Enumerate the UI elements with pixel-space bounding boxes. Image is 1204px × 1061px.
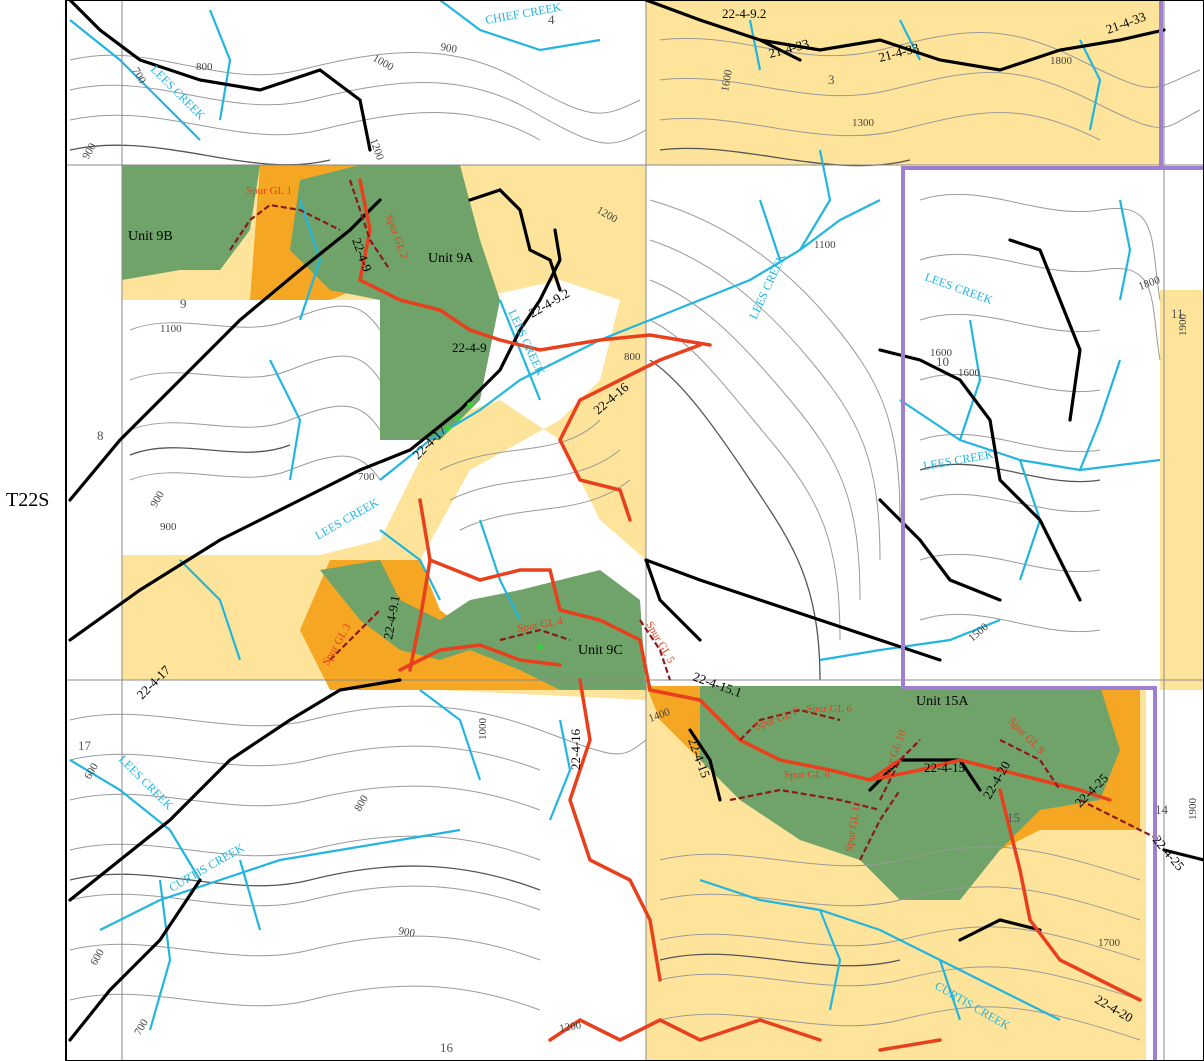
section-16: 16 bbox=[440, 1040, 454, 1055]
section-4: 4 bbox=[548, 12, 555, 27]
road-label: 22-4-15 bbox=[924, 760, 965, 775]
unit-9a-area bbox=[290, 165, 500, 440]
unit-15a-label: Unit 15A bbox=[916, 694, 969, 709]
red-roads bbox=[358, 178, 1142, 1052]
elevation-label: 1800 bbox=[1050, 55, 1073, 67]
elevation-label: 700 bbox=[358, 471, 375, 483]
section-grid bbox=[66, 0, 1204, 1061]
elevation-label: 1000 bbox=[477, 718, 489, 741]
section-numbers: 4 3 9 8 10 11 17 16 15 14 bbox=[78, 12, 1184, 1055]
section-14: 14 bbox=[1155, 802, 1169, 817]
unit-9c-area bbox=[320, 560, 646, 690]
elevation-label: 1200 bbox=[558, 1019, 582, 1035]
elevation-label: 1900 bbox=[1177, 314, 1189, 337]
unit-areas bbox=[122, 165, 1120, 900]
contour-lines bbox=[69, 32, 1201, 1041]
elevation-label: 1700 bbox=[1098, 937, 1121, 949]
unit-labels: Unit 9B Unit 9A Unit 9C Unit 15A bbox=[128, 229, 969, 709]
section-17: 17 bbox=[78, 738, 92, 753]
elevation-label: 1600 bbox=[719, 68, 735, 92]
section-15: 15 bbox=[1007, 810, 1020, 825]
elevation-label: 900 bbox=[439, 41, 458, 56]
township-label: T22S bbox=[6, 489, 49, 511]
elevation-label: 900 bbox=[397, 925, 416, 940]
elevation-label: 1300 bbox=[852, 117, 875, 129]
elevation-label: 1900 bbox=[1187, 798, 1199, 821]
road-label: 22-4-9 bbox=[452, 340, 487, 355]
road-label: 22-4-16 bbox=[568, 728, 583, 770]
elevation-label: 1100 bbox=[814, 239, 836, 251]
elevation-label: 800 bbox=[624, 351, 641, 363]
elevation-label: 1600 bbox=[930, 347, 953, 359]
unit-9a-label: Unit 9A bbox=[428, 251, 474, 266]
road-label: 22-4-9.2 bbox=[722, 6, 766, 21]
elevation-label: 800 bbox=[196, 61, 213, 73]
unit-9c-label: Unit 9C bbox=[578, 643, 623, 658]
map-frame bbox=[65, 0, 1204, 1061]
section-10: 10 bbox=[936, 354, 949, 369]
spur-roads bbox=[229, 179, 1161, 861]
elevation-label: 900 bbox=[160, 521, 177, 533]
unit-9b-area bbox=[122, 165, 260, 280]
elevation-label: 1100 bbox=[160, 323, 182, 335]
black-roads bbox=[68, 0, 1204, 1042]
unit-9b-label: Unit 9B bbox=[128, 229, 173, 244]
purple-boundary bbox=[901, 0, 1204, 1061]
elevation-label: 1600 bbox=[958, 367, 981, 379]
streams bbox=[69, 0, 1161, 1031]
green-markers bbox=[445, 402, 543, 650]
index-contours bbox=[69, 144, 1101, 967]
unit-15a-area bbox=[700, 686, 1120, 900]
section-8: 8 bbox=[97, 428, 104, 443]
spur-label: Spur GL 1 bbox=[246, 185, 292, 197]
section-11: 11 bbox=[1171, 306, 1184, 321]
section-3: 3 bbox=[828, 72, 835, 87]
spur-label: Spur GL 6 bbox=[806, 703, 853, 715]
spur-label: Spur GL 8 bbox=[784, 769, 831, 781]
section-9: 9 bbox=[180, 296, 187, 311]
